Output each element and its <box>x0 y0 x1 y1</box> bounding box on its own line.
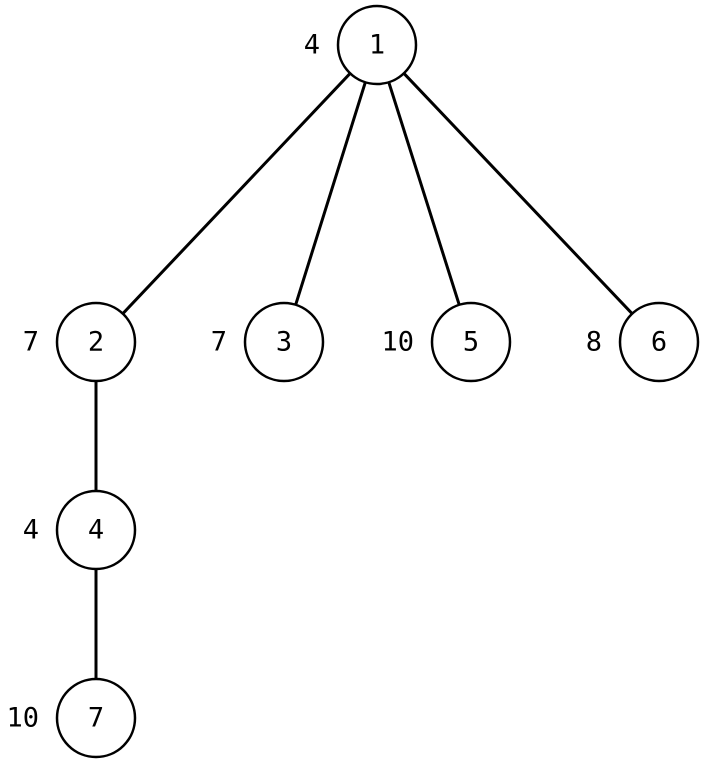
node-label: 2 <box>88 327 104 358</box>
edge-1-2 <box>121 71 352 316</box>
node-label: 7 <box>88 703 104 734</box>
node-label: 6 <box>651 327 667 358</box>
tree-node-4: 44 <box>23 489 137 571</box>
node-circle <box>336 4 418 86</box>
node-circle <box>243 301 325 383</box>
node-circle <box>55 489 137 571</box>
node-weight-label: 7 <box>211 327 227 358</box>
node-label: 3 <box>276 327 292 358</box>
node-weight-label: 10 <box>381 327 414 358</box>
node-circle <box>430 301 512 383</box>
node-circle <box>55 301 137 383</box>
edge-1-3 <box>294 80 367 307</box>
node-label: 1 <box>369 30 385 61</box>
tree-node-3: 37 <box>211 301 325 383</box>
node-weight-label: 10 <box>6 703 39 734</box>
edges-layer <box>94 71 634 681</box>
tree-node-5: 5 10 <box>381 301 512 383</box>
node-circle <box>618 301 700 383</box>
node-weight-label: 4 <box>23 515 39 546</box>
node-weight-label: 7 <box>23 327 39 358</box>
tree-node-2: 27 <box>23 301 137 383</box>
node-weight-label: 8 <box>586 327 602 358</box>
edge-1-5 <box>387 80 461 307</box>
node-weight-label: 4 <box>304 30 320 61</box>
tree-node-1: 14 <box>304 4 418 86</box>
node-label: 4 <box>88 515 104 546</box>
node-label: 5 <box>463 327 479 358</box>
tree-node-7: 7 10 <box>6 677 137 759</box>
tree-node-6: 68 <box>586 301 700 383</box>
edge-1-6 <box>402 71 634 316</box>
node-circle <box>55 677 137 759</box>
